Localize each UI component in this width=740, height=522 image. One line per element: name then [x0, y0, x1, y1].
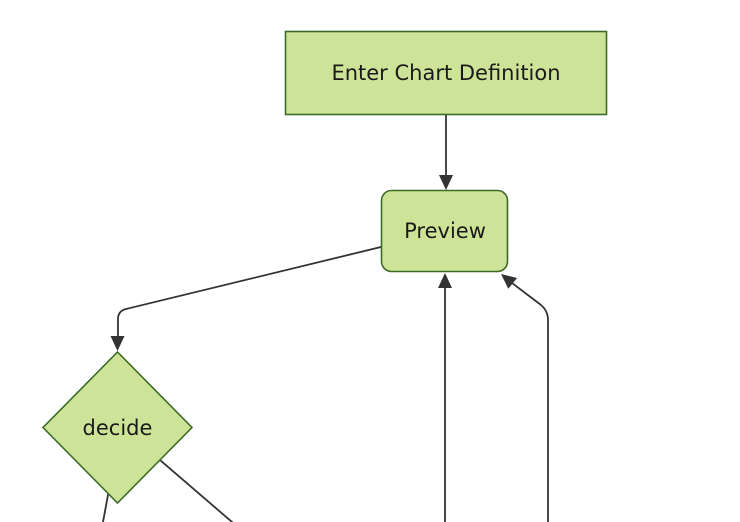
- node-preview: [380, 189, 509, 273]
- arrowhead-into-preview-bottomright: [501, 274, 518, 289]
- arrowhead-into-decide-top: [110, 336, 125, 351]
- arrowhead-into-preview-top: [439, 175, 453, 190]
- edges: [102, 114, 549, 522]
- arrowheads: [110, 175, 518, 351]
- node-label-enter-chart-definition: Enter Chart Definition: [331, 61, 560, 85]
- node-labels: Enter Chart Definition Preview decide: [83, 61, 561, 440]
- edge-bottomright-to-preview: [510, 281, 549, 522]
- edge-decide-to-bottomright: [158, 458, 234, 522]
- node-decide: [41, 350, 194, 505]
- nodes: [41, 30, 608, 505]
- node-label-decide: decide: [83, 416, 153, 440]
- node-label-preview: Preview: [404, 219, 486, 243]
- node-enter-chart-definition: [284, 30, 608, 116]
- edge-decide-to-bottomleft: [102, 493, 110, 522]
- arrowhead-into-preview-bottom: [438, 273, 452, 288]
- edge-preview-to-decide: [117, 245, 383, 339]
